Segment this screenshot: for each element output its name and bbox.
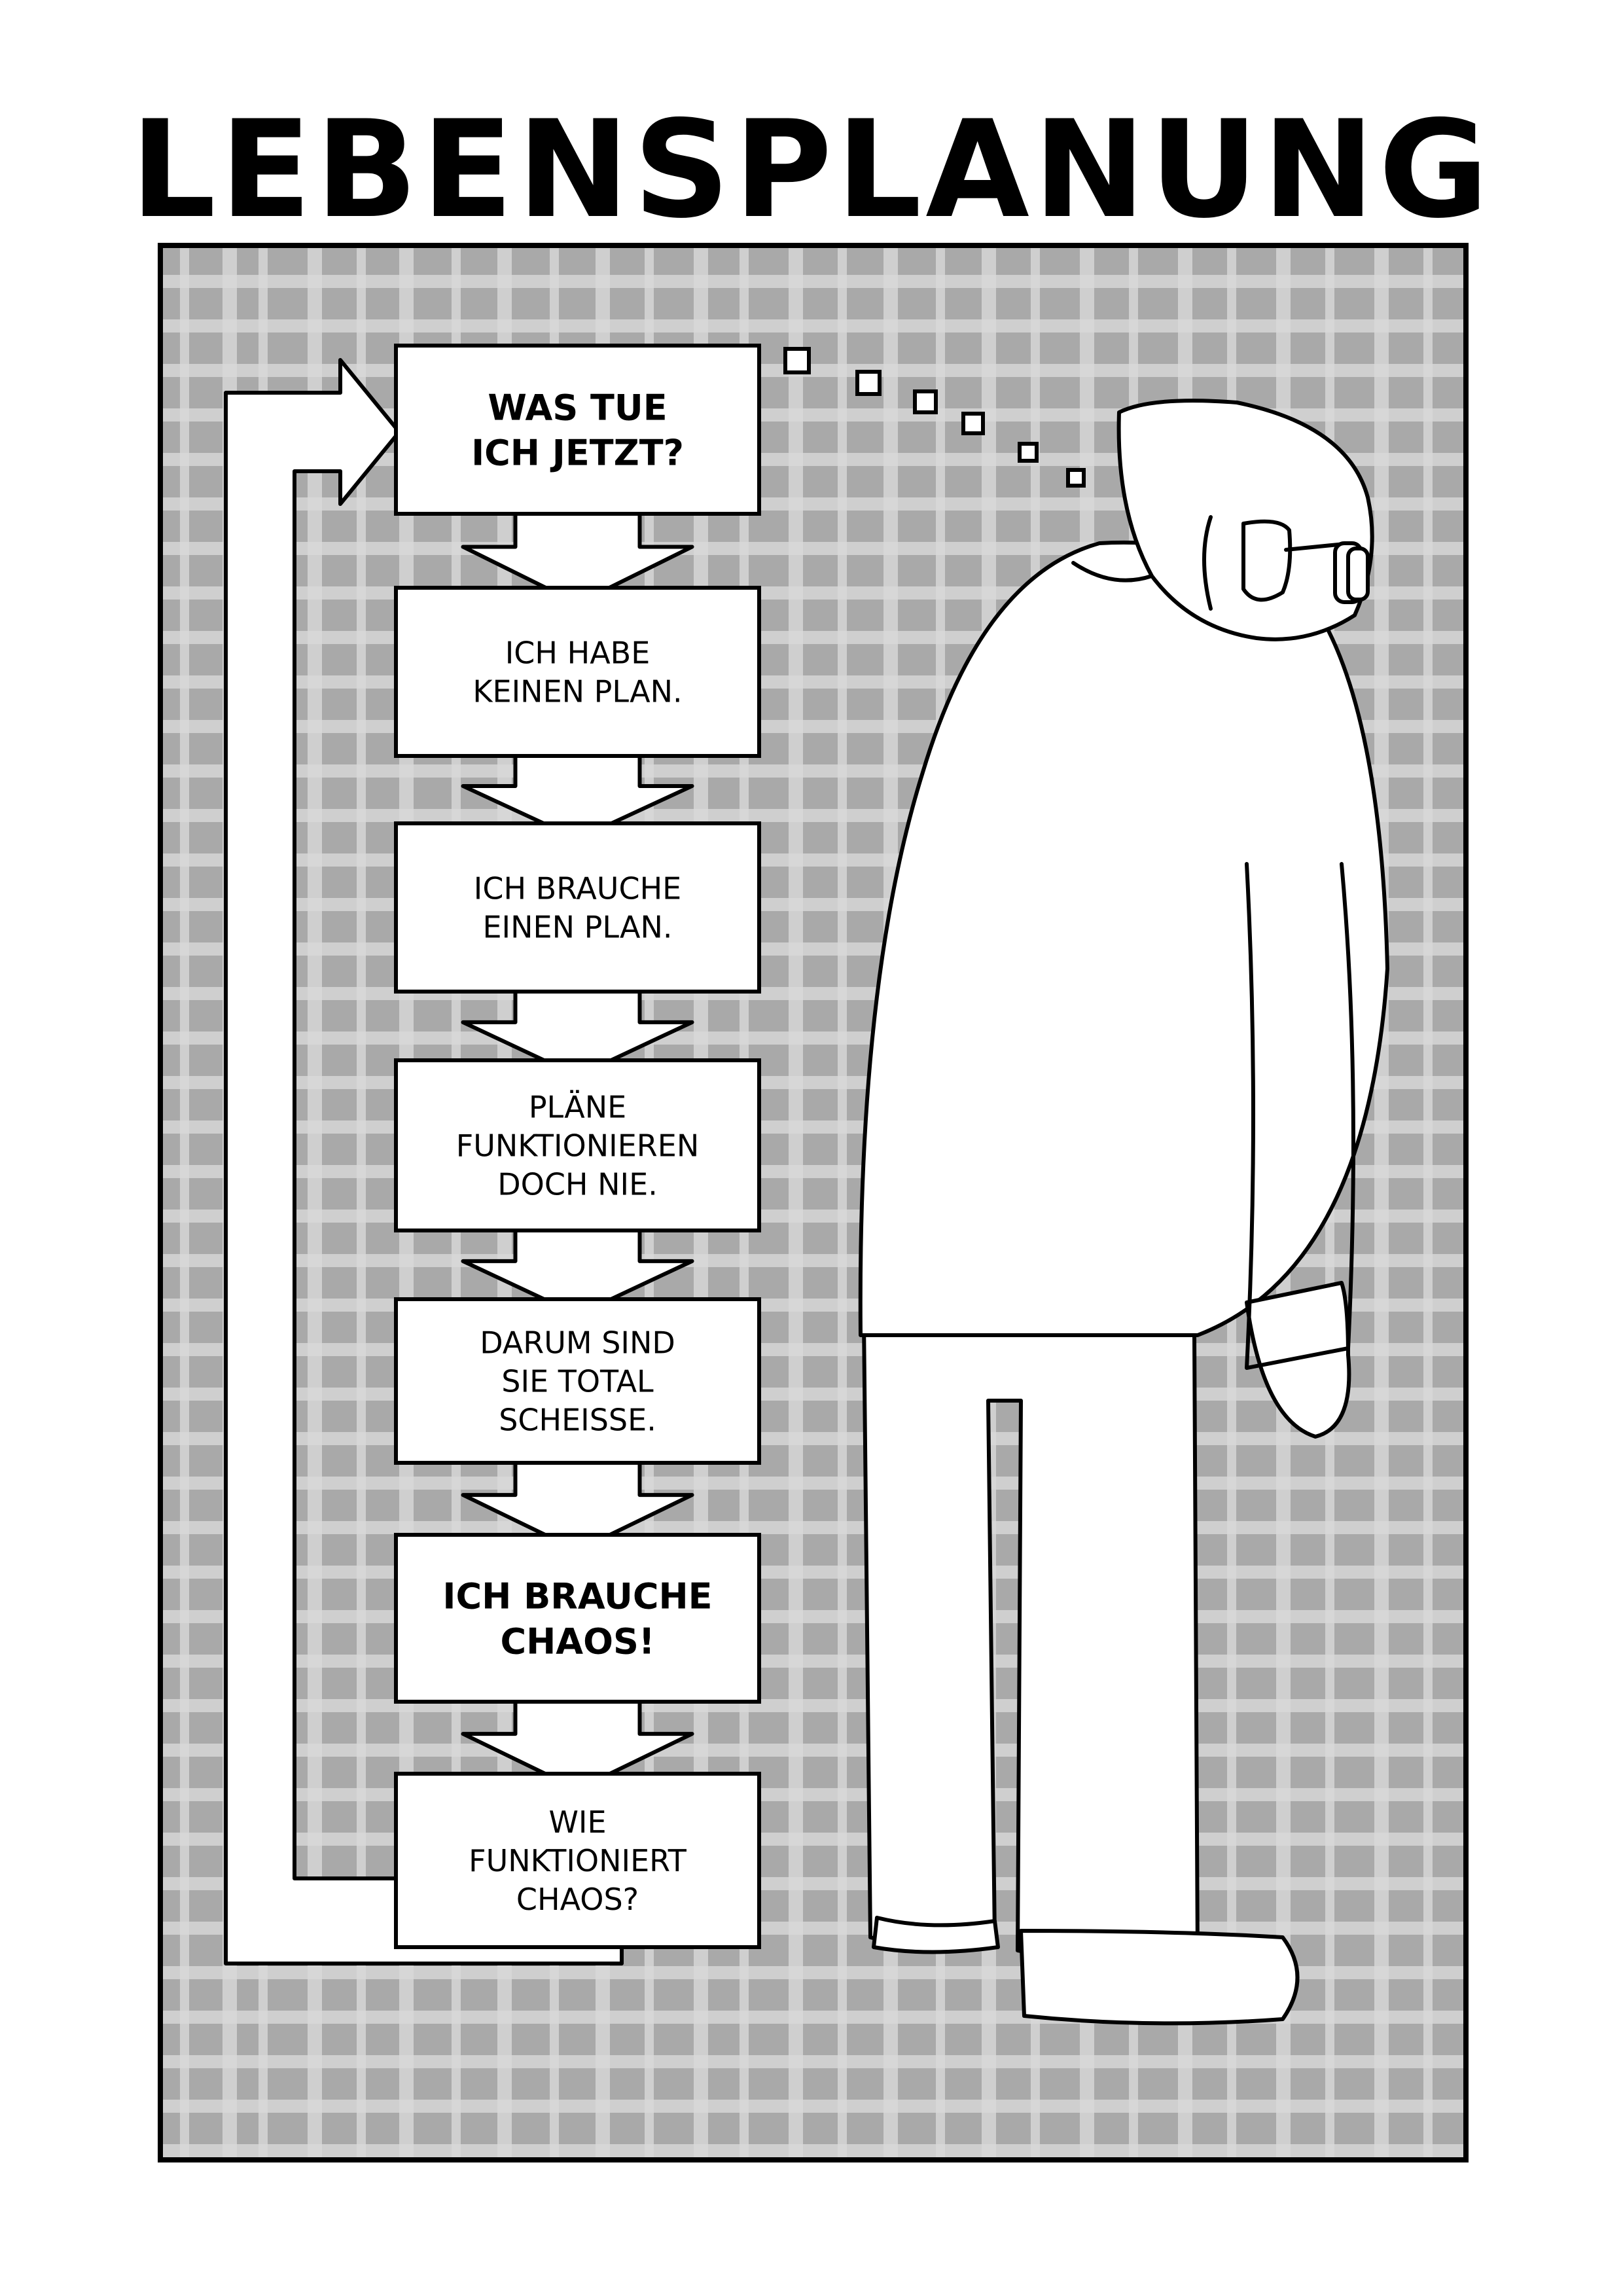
glasses-icon [1284,541,1370,604]
man-legs [862,1320,1200,1964]
flow-box-text: DOCH NIE. [497,1166,658,1202]
flow-box-text: WIE [548,1804,606,1840]
flow-box-text: FUNKTIONIERT [469,1843,687,1878]
flow-box-text: ICH HABE [505,636,651,671]
flow-box-frame [394,1297,761,1465]
flow-box-text: FUNKTIONIEREN [456,1128,699,1164]
down-arrow-icon [461,1226,694,1317]
flow-box-frame [394,1058,761,1232]
flow-box-frame [394,821,761,994]
flow-box-text: SIE TOTAL [501,1364,654,1399]
down-arrow-icon [461,751,694,841]
down-arrow-icon [461,1458,694,1552]
flow-box-text: CHAOS! [500,1621,654,1662]
flow-box-frame [394,586,761,758]
flow-box-text: ICH JETZT? [471,433,684,474]
down-arrow-icon [461,509,694,605]
flow-box-3: ICH BRAUCHE EINEN PLAN. [394,821,761,994]
flow-box-text: EINEN PLAN. [482,910,672,945]
flow-box-text: ICH BRAUCHE [474,871,681,906]
man-figure [858,399,1389,2026]
flow-box-text: KEINEN PLAN. [473,674,682,709]
down-arrow-icon [461,987,694,1078]
panel-border [158,243,1469,2162]
man-ear [1241,519,1293,602]
flow-box-text: ICH BRAUCHE [442,1575,712,1617]
flow-box-frame [394,1772,761,1949]
flow-box-frame [394,344,761,516]
down-arrow-icon [461,1697,694,1791]
flow-box-frame [394,1533,761,1704]
page-title: LEBENSPLANUNG [130,92,1493,248]
man-shoe-left [872,1916,1000,1954]
flow-box-1: WAS TUE ICH JETZT? [394,344,761,516]
flow-box-text: CHAOS? [516,1882,639,1917]
thought-bubble-icon [783,347,1086,488]
man-shoe-right [1019,1929,1300,2026]
man-collar [1071,561,1154,583]
man-arm [1245,862,1355,1370]
flow-box-text: DARUM SIND [480,1325,675,1361]
man-head [1116,399,1374,641]
flow-box-text: WAS TUE [488,387,667,428]
flow-box-text: SCHEISSE. [499,1402,656,1437]
flow-box-text: PLÄNE [529,1090,626,1125]
